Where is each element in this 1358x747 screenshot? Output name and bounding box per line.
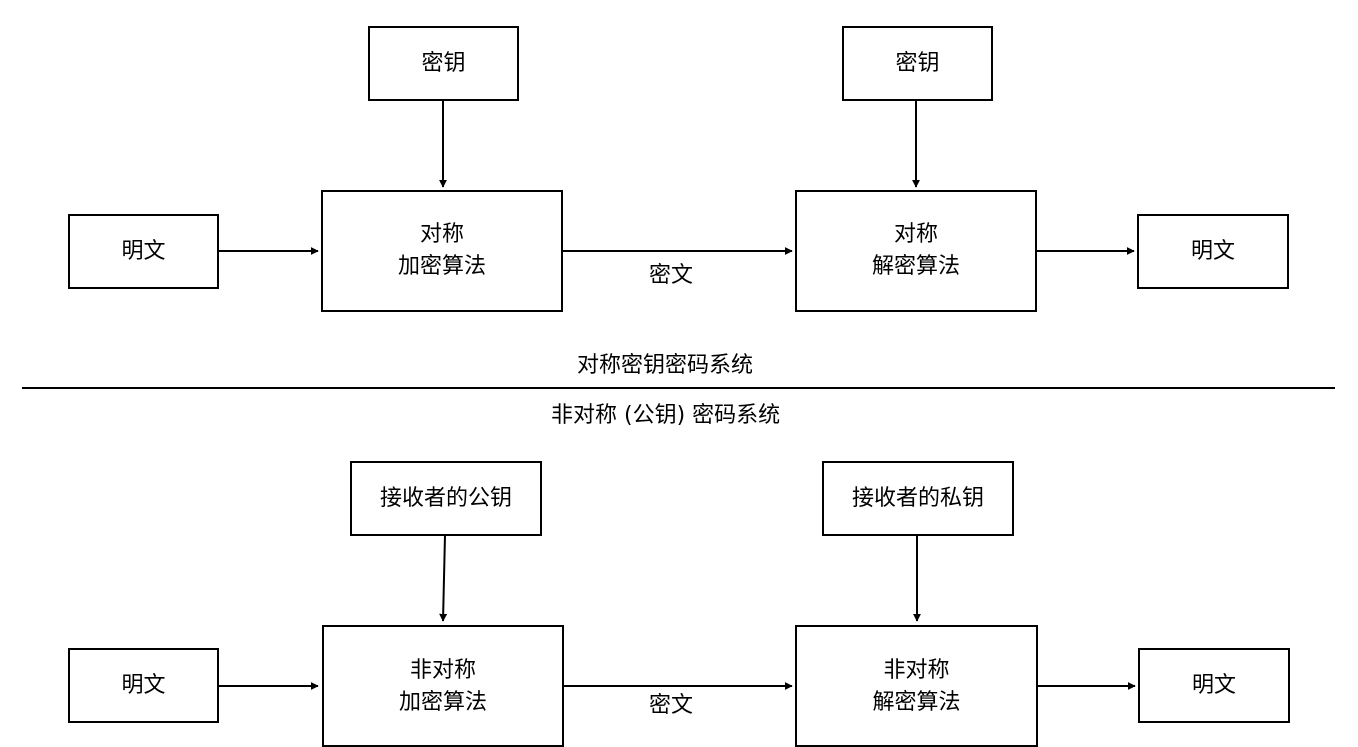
symmetric-caption: 对称密钥密码系统 [577,353,754,378]
asym-plaintext-output-box: 明文 [1138,648,1290,723]
symmetric-encrypt-box: 对称 加密算法 [321,190,563,312]
asym-ciphertext-label: 密文 [649,693,694,718]
private-key-box: 接收者的私钥 [822,461,1014,536]
plaintext-input-box: 明文 [68,214,219,289]
asymmetric-encrypt-box: 非对称 加密算法 [322,625,564,747]
arrow-pubkey-to-encrypt [439,534,448,622]
asym-plaintext-input-box: 明文 [68,648,219,723]
ciphertext-label: 密文 [649,263,694,288]
connector-layer [218,100,1136,690]
symmetric-decrypt-box: 对称 解密算法 [795,190,1037,312]
asymmetric-decrypt-box: 非对称 解密算法 [795,625,1038,747]
key-box-decrypt: 密钥 [842,26,993,101]
key-box-encrypt: 密钥 [368,26,519,101]
public-key-box: 接收者的公钥 [350,461,542,536]
section-divider [22,387,1335,389]
plaintext-output-box: 明文 [1137,214,1289,289]
asymmetric-caption: 非对称 (公钥) 密码系统 [551,403,781,428]
